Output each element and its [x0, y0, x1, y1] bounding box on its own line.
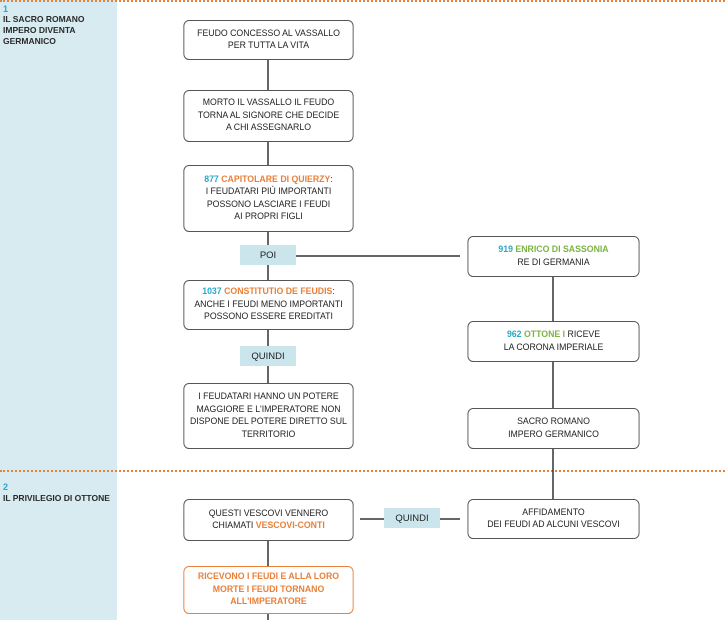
- year-label: 962: [506, 329, 522, 340]
- text-part: RICEVE: [567, 329, 601, 340]
- box-line: MORTE I FEUDI TORNANO: [212, 583, 325, 595]
- box-line: RE DI GERMANIA: [517, 256, 590, 268]
- section-divider: [0, 470, 725, 472]
- box-line: LA CORONA IMPERIALE: [503, 341, 604, 353]
- box-line: TERRITORIO: [241, 428, 296, 440]
- box-capitolare-quierzy: 877 CAPITOLARE DI QUIERZY: I FEUDATARI P…: [183, 165, 354, 232]
- box-line: TORNA AL SIGNORE CHE DECIDE: [197, 109, 340, 121]
- box-line: PER TUTTA LA VITA: [227, 40, 310, 51]
- box-line: 919 ENRICO DI SASSONIA: [498, 244, 608, 257]
- event-name: OTTONE I: [523, 329, 566, 340]
- year-label: 877: [204, 173, 219, 185]
- box-line: MAGGIORE E L'IMPERATORE NON: [196, 403, 341, 415]
- box-line: IMPERO GERMANICO: [508, 428, 599, 440]
- tag-quindi-2: QUINDI: [384, 508, 440, 528]
- box-line: CHIAMATI VESCOVI-CONTI: [212, 520, 324, 533]
- box-line: I FEUDATARI HANNO UN POTERE: [198, 391, 339, 402]
- year-label: 919: [498, 244, 513, 255]
- event-name: ENRICO DI SASSONIA: [515, 244, 609, 255]
- box-line: DEI FEUDI AD ALCUNI VESCOVI: [487, 519, 620, 530]
- box-constitutio-feudis: 1037 CONSTITUTIO DE FEUDIS: ANCHE I FEUD…: [183, 280, 354, 330]
- highlight-text: VESCOVI-CONTI: [255, 520, 325, 531]
- box-line: POSSONO LASCIARE I FEUDI: [206, 198, 331, 210]
- box-line: A CHI ASSEGNARLO: [225, 122, 312, 134]
- box-line: DISPONE DEL POTERE DIRETTO SUL: [190, 416, 347, 427]
- section-1-number: 1: [3, 4, 9, 14]
- section-1-title: IL SACRO ROMANO IMPERO DIVENTA GERMANICO: [3, 14, 85, 46]
- section-2-number: 2: [3, 482, 9, 492]
- section-divider-top: [0, 0, 725, 2]
- box-ricevono-feudi: RICEVONO I FEUDI E ALLA LORO MORTE I FEU…: [183, 566, 354, 614]
- box-sacro-romano: SACRO ROMANO IMPERO GERMANICO: [467, 408, 640, 449]
- box-ottone-corona: 962 OTTONE I RICEVE LA CORONA IMPERIALE: [467, 321, 640, 362]
- sidebar: [0, 0, 117, 620]
- box-affidamento-feudi: AFFIDAMENTO DEI FEUDI AD ALCUNI VESCOVI: [467, 499, 640, 539]
- box-line: SACRO ROMANO: [517, 416, 590, 427]
- box-feudatari-potere: I FEUDATARI HANNO UN POTERE MAGGIORE E L…: [183, 383, 354, 449]
- box-feudo-concesso: FEUDO CONCESSO AL VASSALLO PER TUTTA LA …: [183, 20, 354, 60]
- box-line: 877 CAPITOLARE DI QUIERZY:: [204, 174, 333, 187]
- text-part: CHIAMATI: [212, 520, 254, 531]
- box-line: ALL'IMPERATORE: [230, 596, 307, 608]
- separator: :: [330, 173, 333, 185]
- box-line: ANCHE I FEUDI MENO IMPORTANTI: [194, 298, 343, 310]
- box-line: RICEVONO I FEUDI E ALLA LORO: [197, 571, 340, 583]
- separator: :: [332, 286, 335, 298]
- box-line: MORTO IL VASSALLO IL FEUDO: [202, 97, 335, 109]
- box-line: 962 OTTONE I RICEVE: [507, 329, 600, 342]
- box-line: I FEUDATARI PIÙ IMPORTANTI: [205, 186, 332, 197]
- box-vescovi-conti: QUESTI VESCOVI VENNERO CHIAMATI VESCOVI-…: [183, 499, 354, 541]
- box-line: AI PROPRI FIGLI: [234, 211, 303, 222]
- box-morto-vassallo: MORTO IL VASSALLO IL FEUDO TORNA AL SIGN…: [183, 90, 354, 142]
- box-enrico-sassonia: 919 ENRICO DI SASSONIA RE DI GERMANIA: [467, 236, 640, 277]
- tag-poi: POI: [240, 245, 296, 265]
- event-name: CONSTITUTIO DE FEUDIS: [224, 286, 333, 298]
- year-label: 1037: [202, 286, 222, 298]
- event-name: CAPITOLARE DI QUIERZY: [221, 173, 331, 185]
- box-line: QUESTI VESCOVI VENNERO: [208, 507, 329, 519]
- tag-quindi: QUINDI: [240, 346, 296, 366]
- box-line: 1037 CONSTITUTIO DE FEUDIS:: [202, 286, 335, 299]
- box-line: POSSONO ESSERE EREDITATI: [204, 311, 333, 323]
- box-line: FEUDO CONCESSO AL VASSALLO: [197, 27, 340, 39]
- section-2-title: IL PRIVILEGIO DI OTTONE: [3, 493, 110, 503]
- box-line: AFFIDAMENTO: [522, 506, 585, 518]
